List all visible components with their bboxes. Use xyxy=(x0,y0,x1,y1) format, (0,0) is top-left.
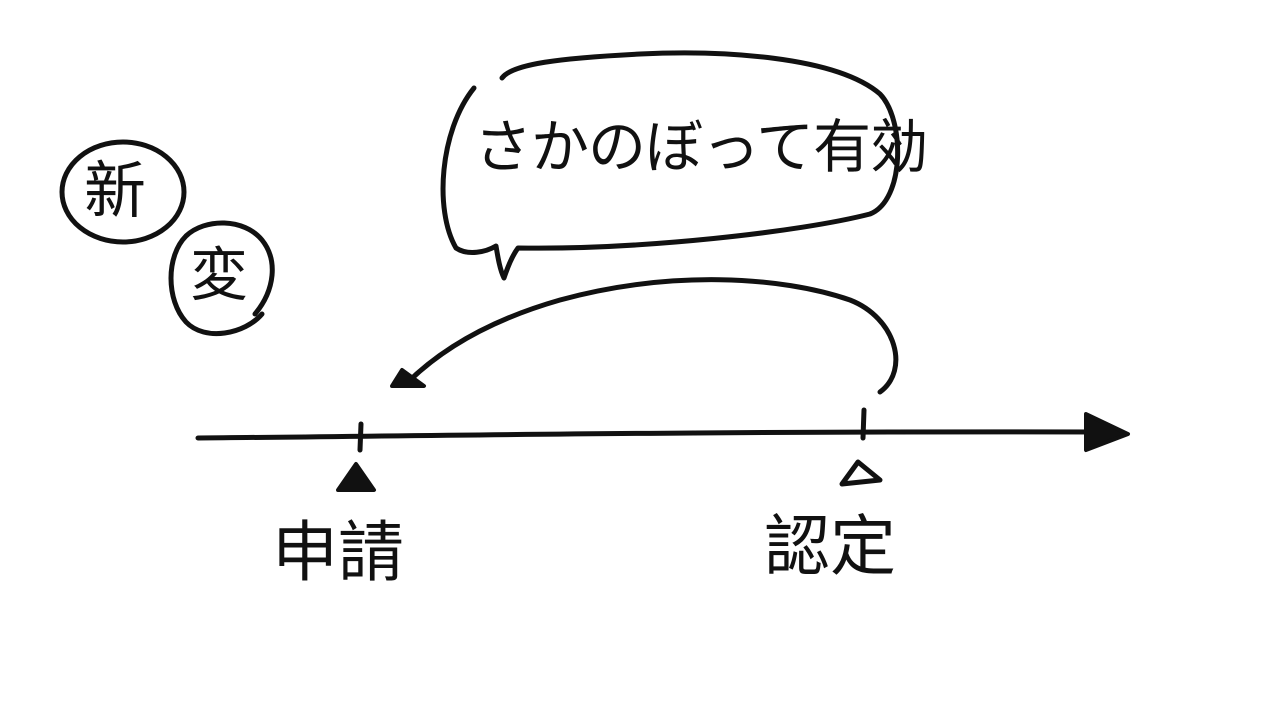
application-tick xyxy=(357,421,364,453)
certification-label: 認定 xyxy=(764,508,896,585)
application-label: 申請 xyxy=(272,514,404,591)
badge-change-circle xyxy=(168,220,275,337)
badge-change-label: 変 xyxy=(190,241,249,309)
speech-bubble-text: さかのぼって有効 xyxy=(474,113,928,181)
badge-new-label: 新 xyxy=(84,154,147,227)
speech-bubble-outline xyxy=(440,50,901,281)
certification-marker-outline xyxy=(839,459,883,487)
timeline-arrowhead xyxy=(1084,412,1130,452)
certification-tick xyxy=(860,407,867,441)
backdating-arrowhead xyxy=(390,368,426,388)
timeline-axis xyxy=(195,429,1115,441)
application-marker-filled xyxy=(336,462,376,492)
backdating-arc xyxy=(403,277,899,395)
badge-new-circle xyxy=(59,139,187,245)
